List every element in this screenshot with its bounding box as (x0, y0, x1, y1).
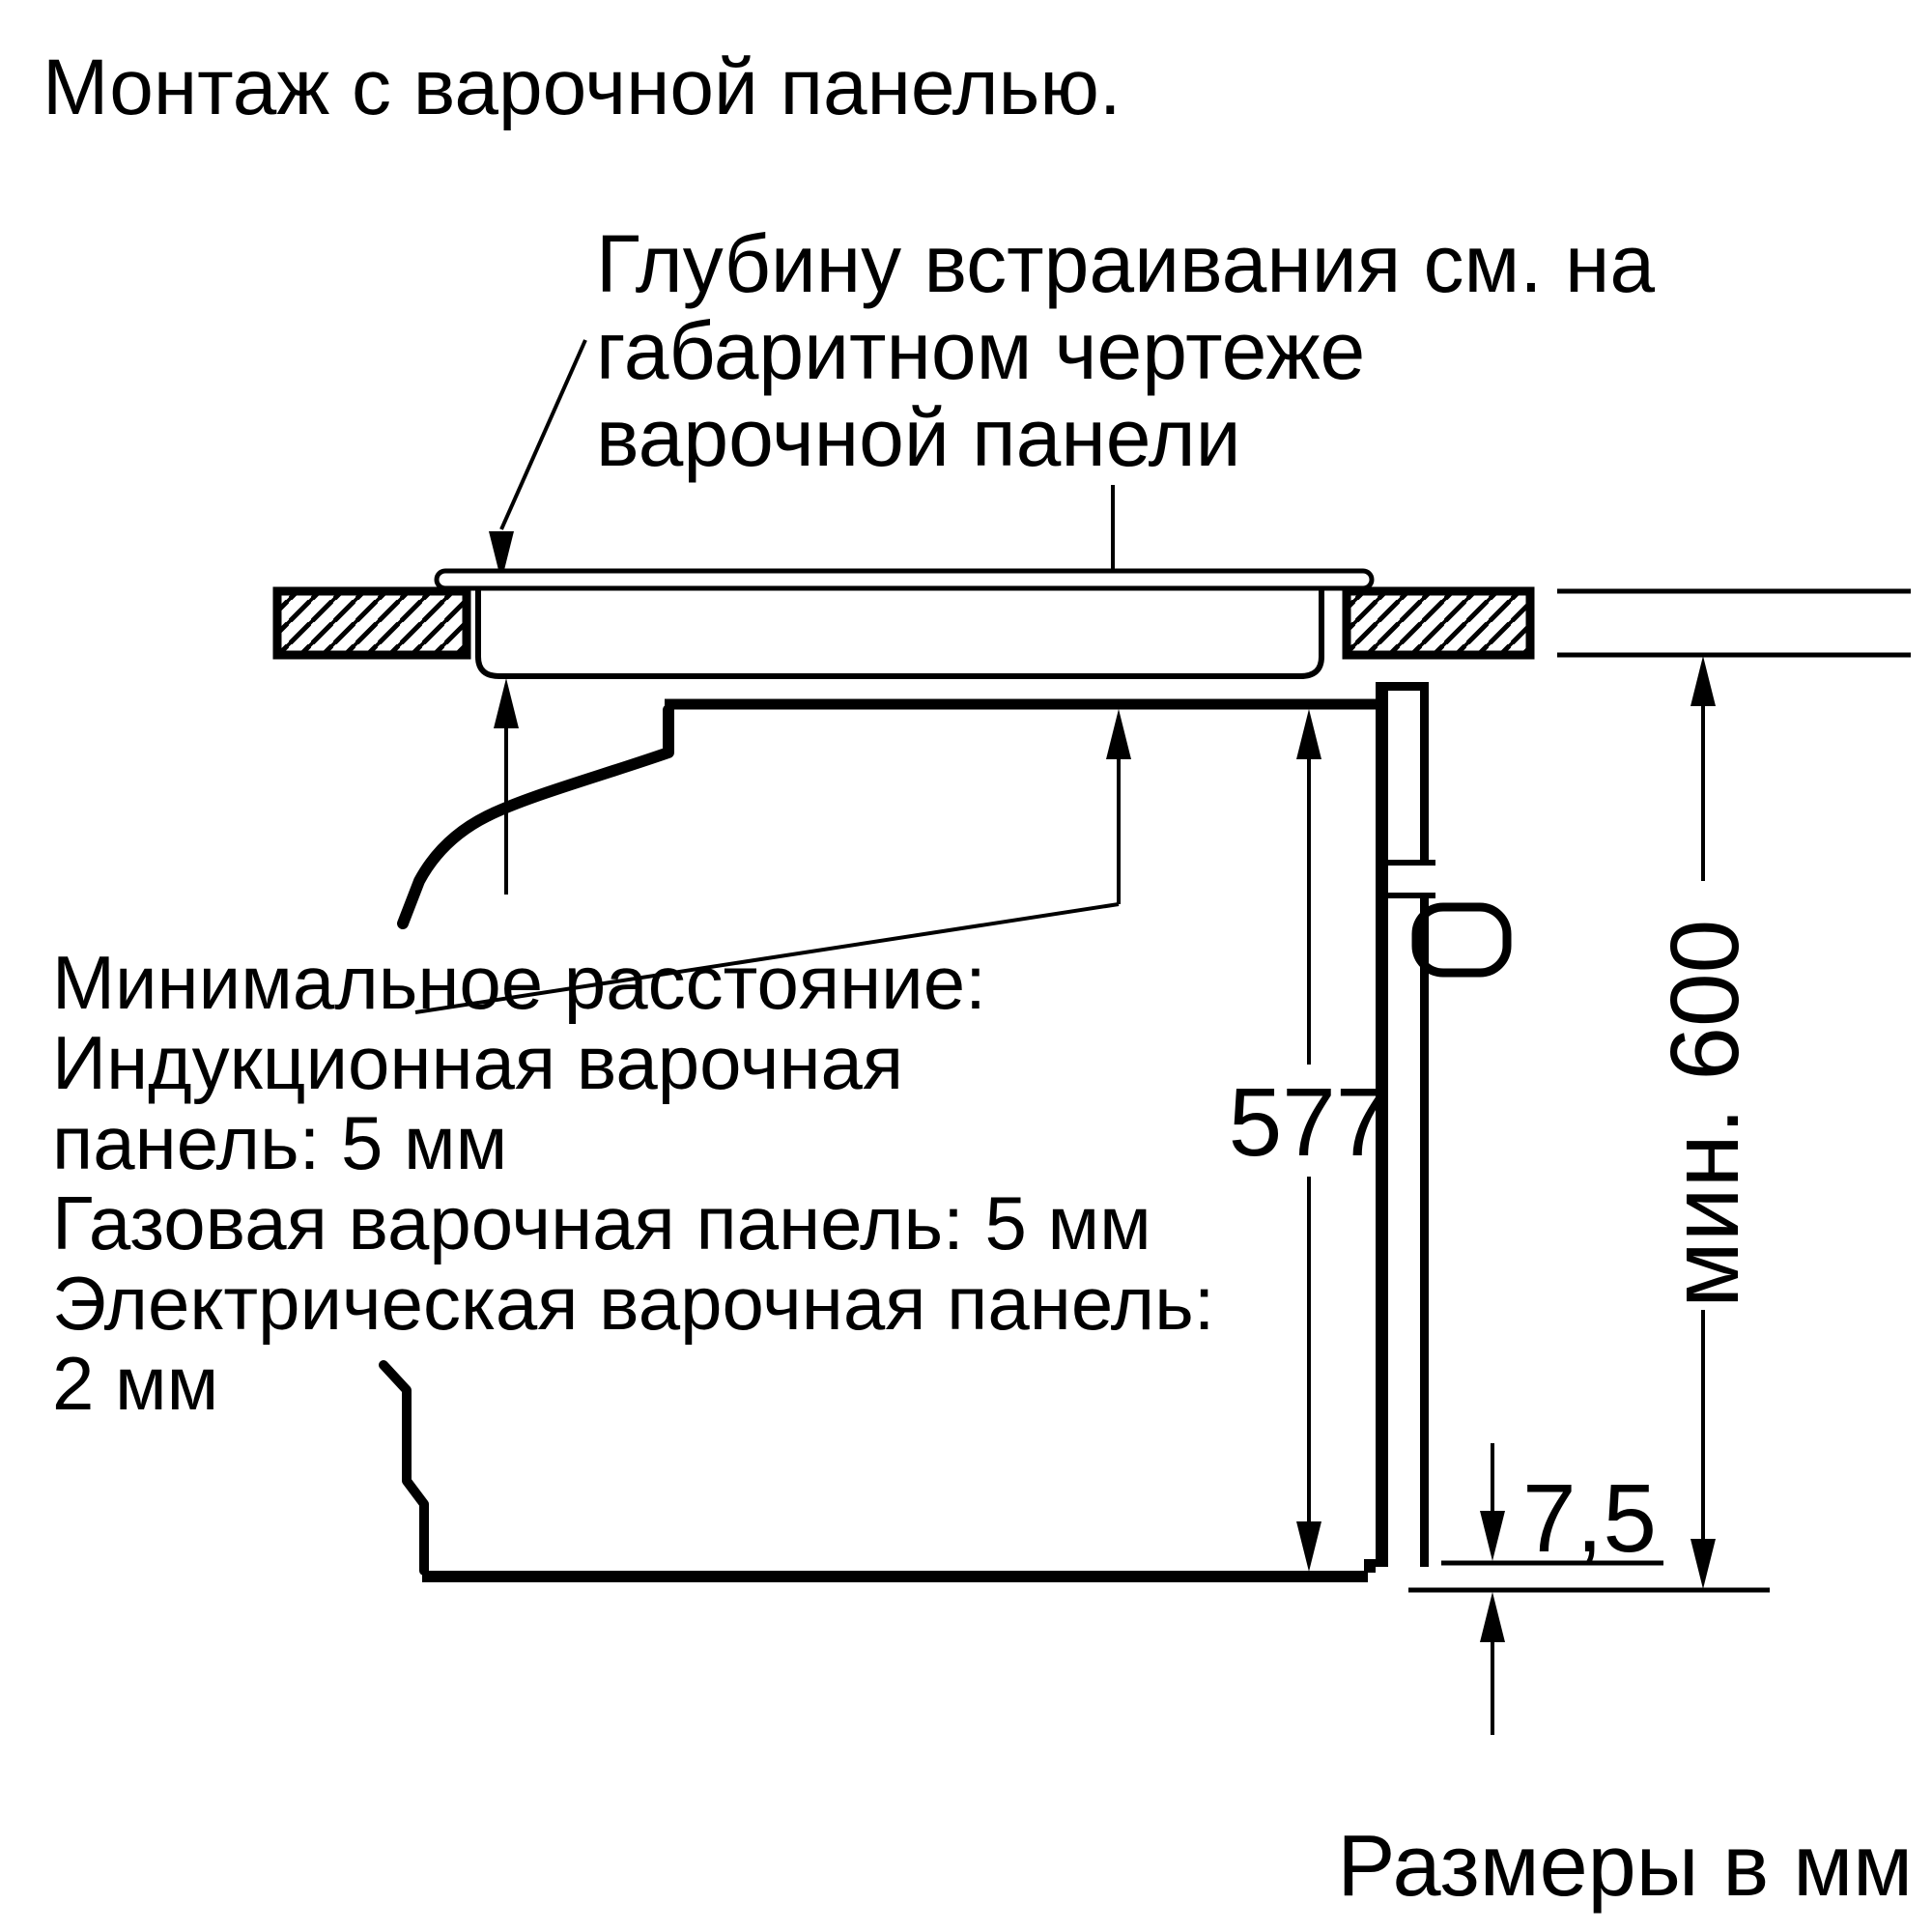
oven-bottom-line (422, 1571, 1368, 1582)
notes-line3: панель: 5 мм (52, 1100, 507, 1185)
notes-line4: Газовая варочная панель: 5 мм (52, 1180, 1151, 1265)
arrow-up-icon (1480, 1592, 1505, 1642)
depth-annotation-line3: варочной панели (596, 392, 1241, 483)
arrow-up-icon (1296, 709, 1321, 759)
annotation-leader-left (489, 339, 587, 582)
gap-leader-diagonal (414, 902, 1120, 1014)
notes-line5: Электрическая варочная панель: (52, 1261, 1214, 1346)
arrow-down-icon (1296, 1521, 1321, 1572)
fascia-notch-lower-tick (1388, 893, 1435, 898)
fascia-notch-upper-tick (1388, 860, 1435, 866)
hob-flange (434, 568, 1375, 591)
arrow-down-icon (489, 531, 514, 582)
notes-line1: Минимальное расстояние: (52, 940, 986, 1025)
notes-line2: Индукционная варочная (52, 1020, 903, 1105)
fascia-rear-line-lower (1420, 896, 1429, 1567)
oven-break-outline (397, 704, 674, 929)
gap-arrows (414, 678, 1131, 1014)
depth-annotation: Глубину встраивания см. на габаритном че… (596, 218, 1655, 483)
arrow-up-icon (494, 678, 519, 728)
arrow-up-icon (1106, 709, 1131, 759)
fascia-interior (1388, 682, 1420, 1566)
depth-annotation-line2: габаритном чертеже (596, 305, 1365, 396)
dimension-oven-height: 577 (1229, 709, 1390, 1572)
arrow-down-icon (1690, 1539, 1716, 1589)
dimension-label-7-5: 7,5 (1522, 1464, 1657, 1573)
oven-section (379, 698, 1378, 1582)
worktop-section (272, 586, 1911, 660)
fascia-front-thick-line (1376, 682, 1388, 1567)
worktop-hatch-right (1342, 586, 1535, 660)
dimension-min-600: мин. 600 (1651, 656, 1759, 1589)
hob-section (434, 568, 1375, 679)
units-note: Размеры в мм (1337, 1818, 1913, 1915)
fascia-top-cap (1376, 682, 1429, 691)
oven-left-outline (379, 1360, 429, 1576)
worktop-hatch-left (272, 586, 471, 660)
depth-annotation-line1: Глубину встраивания см. на (596, 218, 1655, 309)
page-title: Монтаж с варочной панелью. (43, 43, 1122, 131)
dimension-label-577: 577 (1229, 1068, 1390, 1177)
control-knob (1411, 902, 1512, 978)
dimension-label-min-600: мин. 600 (1651, 920, 1759, 1308)
arrow-up-icon (1690, 656, 1716, 706)
dimension-bottom-gap: 7,5 (1408, 1443, 1770, 1735)
hob-tub (475, 585, 1324, 679)
fascia-rear-line-upper (1420, 682, 1429, 866)
arrow-down-icon (1480, 1511, 1505, 1561)
notes-line6: 2 мм (52, 1341, 218, 1426)
minimum-distance-notes: Минимальное расстояние: Индукционная вар… (52, 940, 1214, 1426)
oven-bottom-step (1364, 1559, 1376, 1573)
oven-fascia (1376, 682, 1512, 1567)
